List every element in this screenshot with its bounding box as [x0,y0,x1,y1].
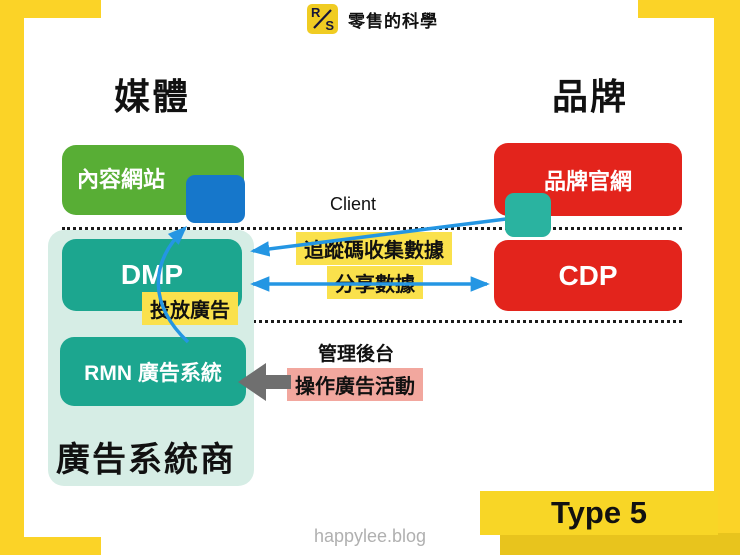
type-badge: Type 5 [480,491,718,535]
frame-bar-left [0,0,24,555]
ad-system-provider-label: 廣告系統商 [56,441,236,479]
operate-campaign-label: 操作廣告活動 [287,368,423,401]
frame-bar-right [714,0,740,555]
retail-science-logo-icon: R S [307,4,338,34]
frame-bar-bottom-right-shadow [500,533,740,555]
tracking-tag-square [186,175,245,223]
dotted-separator-bottom [62,320,682,323]
admin-backend-label: 管理後台 [318,344,395,365]
frame-bar-top-right [638,0,740,18]
frame-bar-top-left [0,0,101,18]
footer-site-label: happylee.blog [313,526,427,546]
logo-title: 零售的科學 [348,12,438,31]
logo-slash-icon [313,9,332,29]
cdp-box: CDP [494,240,682,311]
client-tag-square [505,193,551,237]
frame-bar-bottom-left [0,537,101,555]
share-data-label: 分享數據 [327,266,423,299]
logo-letter-s: S [325,18,334,33]
heading-brand: 品牌 [551,76,628,117]
tracking-data-label: 追蹤碼收集數據 [296,232,452,265]
heading-media: 媒體 [113,76,190,117]
serve-ads-label: 投放廣告 [142,292,238,325]
rmn-ad-system-box: RMN 廣告系統 [60,337,246,406]
client-label: Client [330,194,377,214]
logo-letter-r: R [311,5,321,20]
